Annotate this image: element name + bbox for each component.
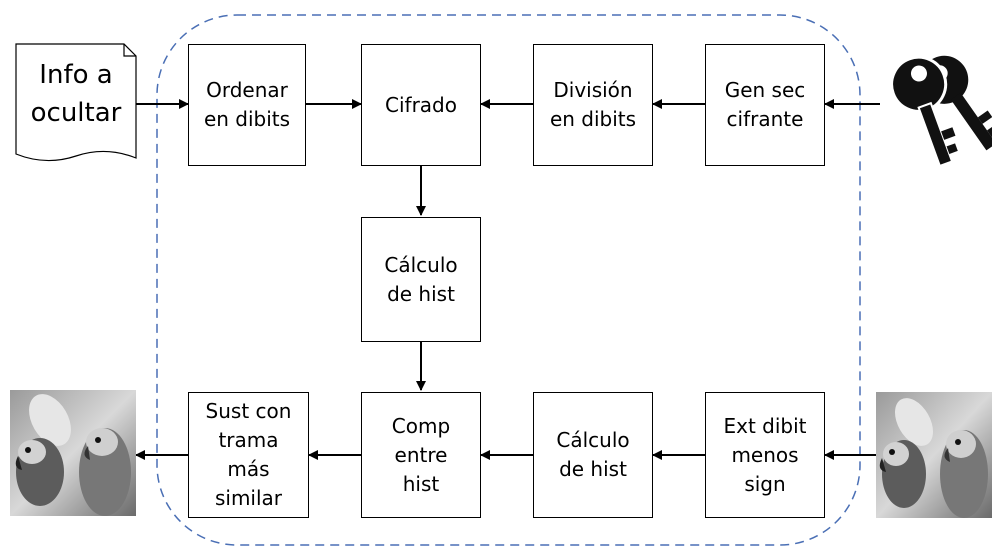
box-division-en-dibits: División en dibits — [533, 44, 653, 166]
keys-icon — [890, 55, 992, 168]
box-sust-con-trama: Sust con trama más similar — [188, 392, 309, 518]
box-calculo-de-hist-bottom: Cálculo de hist — [533, 392, 653, 518]
box-ordenar-en-dibits: Ordenar en dibits — [188, 44, 306, 166]
box-comp-entre-hist: Comp entre hist — [361, 392, 481, 518]
output-parrots-image — [10, 390, 136, 516]
box-calculo-de-hist-top: Cálculo de hist — [361, 217, 481, 342]
box-ext-dibit-menos-sign: Ext dibit menos sign — [705, 392, 825, 518]
input-document-shape — [15, 43, 137, 162]
input-document-label: Info a ocultar — [30, 60, 122, 128]
system-boundary — [156, 14, 861, 546]
box-gen-sec-cifrante: Gen sec cifrante — [705, 44, 825, 166]
document-fold — [123, 44, 136, 57]
box-cifrado: Cifrado — [361, 44, 481, 166]
input-parrots-image — [876, 392, 992, 518]
